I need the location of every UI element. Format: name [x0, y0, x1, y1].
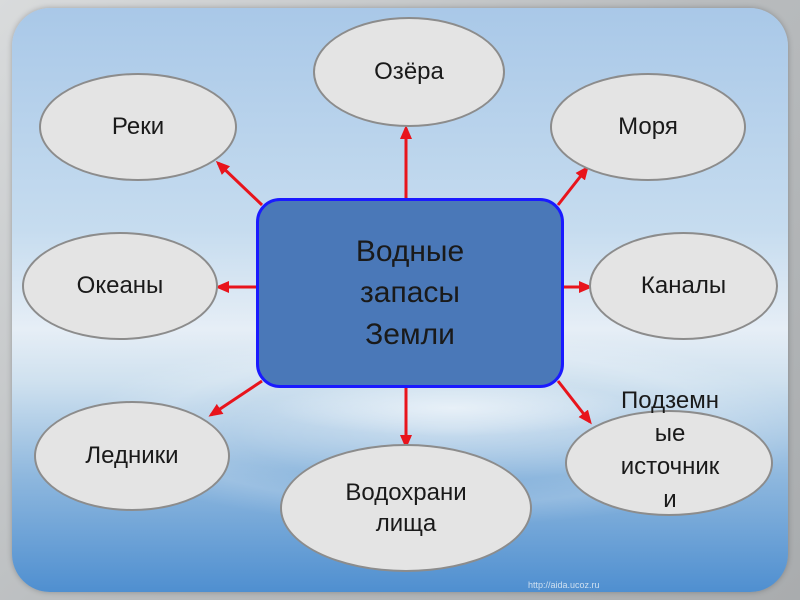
center-label-line3: Земли [356, 314, 464, 355]
node-reservoirs-label-line2: лища [376, 508, 437, 539]
node-rivers-label: Реки [112, 111, 164, 142]
node-glaciers-label: Ледники [85, 440, 178, 471]
node-underground-label: Подземн ые источник и [590, 384, 750, 516]
node-canals: Каналы [589, 232, 778, 340]
node-oceans-label: Океаны [77, 270, 164, 301]
node-reservoirs: Водохрани лища [280, 444, 532, 572]
node-underground-label-line3: источник [590, 450, 750, 483]
center-label-line1: Водные [356, 231, 464, 272]
arrow-to-seas [558, 168, 587, 205]
node-underground-label-line2: ые [590, 417, 750, 450]
arrow-to-underground [558, 381, 590, 422]
node-underground-label-line4: и [590, 483, 750, 516]
center-node-water-reserves: Водные запасы Земли [256, 198, 564, 388]
node-lakes-label: Озёра [374, 56, 444, 87]
node-lakes: Озёра [313, 17, 505, 127]
node-underground-label-line1: Подземн [590, 384, 750, 417]
node-canals-label: Каналы [641, 270, 726, 301]
center-label-line2: запасы [356, 272, 464, 313]
node-reservoirs-label-line1: Водохрани [345, 477, 466, 508]
node-seas: Моря [550, 73, 746, 181]
node-rivers: Реки [39, 73, 237, 181]
node-oceans: Океаны [22, 232, 218, 340]
node-seas-label: Моря [618, 111, 678, 142]
watermark: http://aida.ucoz.ru [528, 580, 600, 590]
arrow-to-glaciers [211, 381, 262, 415]
arrow-to-rivers [218, 163, 262, 205]
node-glaciers: Ледники [34, 401, 230, 511]
